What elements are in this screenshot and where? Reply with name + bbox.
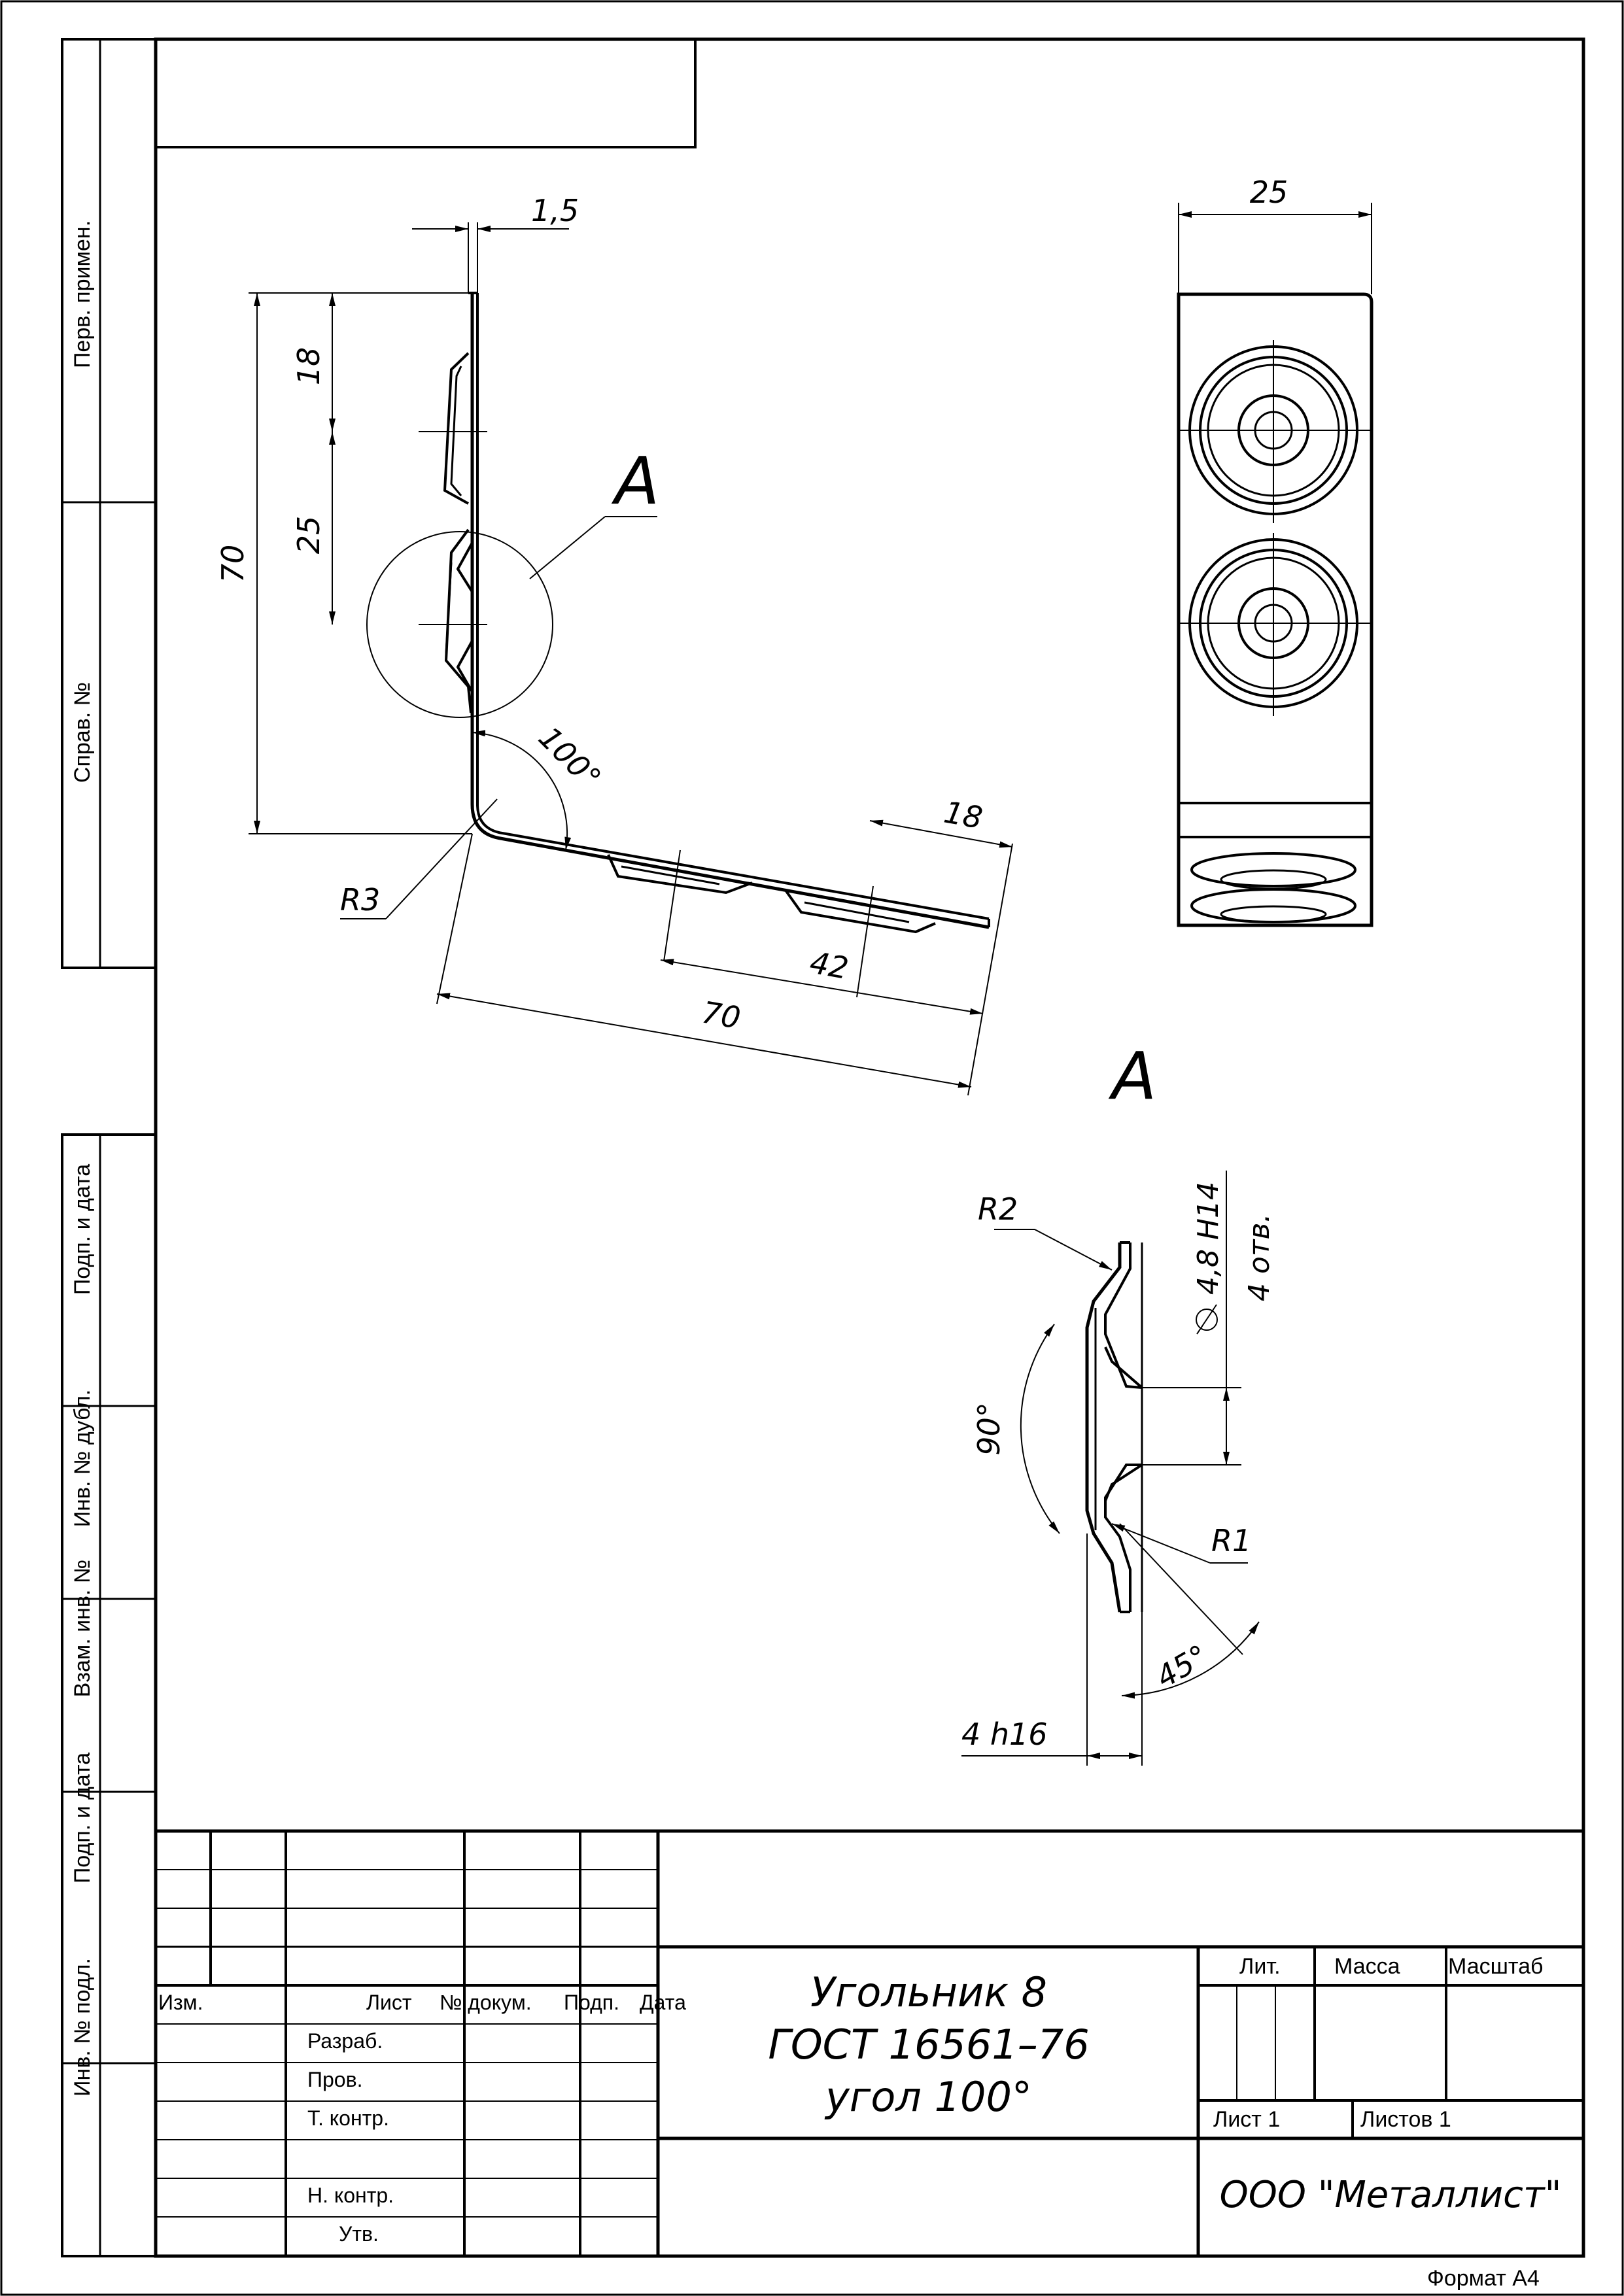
row-razrab: Разраб. xyxy=(307,2029,383,2053)
col-lit: Лит. xyxy=(1239,1954,1281,1979)
title-block: Изм. Лист № докум. Подп. Дата Разраб. Пр… xyxy=(156,1829,1583,2256)
inv-no-podl-label: Инв. № подл. xyxy=(70,1958,95,2097)
top-left-box xyxy=(156,39,697,148)
sheet-number: Лист 1 xyxy=(1213,2107,1280,2132)
detail-title-label: А xyxy=(1108,1038,1156,1114)
row-tkontr: Т. контр. xyxy=(307,2106,389,2130)
detail-ref-label: А xyxy=(611,443,659,519)
dim-foot-length: 70 xyxy=(699,995,743,1036)
col-podp: Подп. xyxy=(564,1991,619,2014)
detail-circle xyxy=(366,531,553,718)
row-prov: Пров. xyxy=(307,2068,362,2091)
col-masshtab: Масштаб xyxy=(1448,1954,1543,1979)
part-name-line2: ГОСТ 16561–76 xyxy=(768,2021,1089,2068)
row-utv: Утв. xyxy=(339,2222,379,2246)
detail-angle-45: 45° xyxy=(1150,1637,1214,1695)
dim-hole-pitch: 25 xyxy=(291,516,326,555)
drawing-frame xyxy=(154,37,1585,2258)
podp-data-label-2: Подп. и дата xyxy=(70,1753,95,1883)
col-ndokum: № докум. xyxy=(440,1991,532,2014)
dim-leg-height: 70 xyxy=(215,545,251,583)
dim-top-offset: 18 xyxy=(291,347,326,386)
col-list: Лист xyxy=(366,1991,412,2014)
detail-depth: 4 h16 xyxy=(961,1717,1048,1752)
detail-view: А 4,8 H14 4 отв. R2 90° R1 45° xyxy=(961,1038,1276,1766)
perv-primen-label: Перв. примен. xyxy=(70,220,95,368)
row-nkontr: Н. контр. xyxy=(307,2184,394,2207)
company-name: ООО "Металлист" xyxy=(1220,2174,1562,2216)
col-izm: Изм. xyxy=(158,1991,203,2014)
sheets-total: Листов 1 xyxy=(1360,2107,1451,2132)
dim-foot-end: 18 xyxy=(941,795,985,836)
sprav-no-label: Справ. № xyxy=(70,682,95,783)
dim-thickness: 1,5 xyxy=(531,193,579,228)
detail-r2: R2 xyxy=(978,1191,1018,1227)
format-label: Формат А4 xyxy=(1427,2266,1540,2291)
detail-angle-90: 90° xyxy=(971,1402,1007,1456)
detail-hole-size: 4,8 H14 xyxy=(1192,1182,1225,1295)
dim-bend-radius: R3 xyxy=(340,882,380,917)
dim-width: 25 xyxy=(1250,175,1288,210)
main-view: 1,5 18 25 70 А 100° R3 18 42 xyxy=(215,193,1013,1096)
top-view: 25 xyxy=(1177,175,1373,927)
podp-data-label-1: Подп. и дата xyxy=(70,1164,95,1295)
detail-r1: R1 xyxy=(1211,1523,1251,1558)
col-data: Дата xyxy=(640,1991,686,2014)
part-name-line1: Угольник 8 xyxy=(810,1968,1047,2016)
inv-no-dubl-label: Инв. № дубл. xyxy=(70,1390,95,1528)
col-massa: Масса xyxy=(1334,1954,1400,1979)
detail-hole-count: 4 отв. xyxy=(1243,1214,1276,1301)
vzam-inv-no-label: Взам. инв. № xyxy=(70,1560,95,1698)
side-strip: Перв. примен. Справ. № Подп. и дата Инв.… xyxy=(61,38,157,2257)
dim-foot-holes: 42 xyxy=(807,945,851,986)
part-name-line3: угол 100° xyxy=(824,2073,1032,2121)
dim-angle: 100° xyxy=(532,719,608,796)
